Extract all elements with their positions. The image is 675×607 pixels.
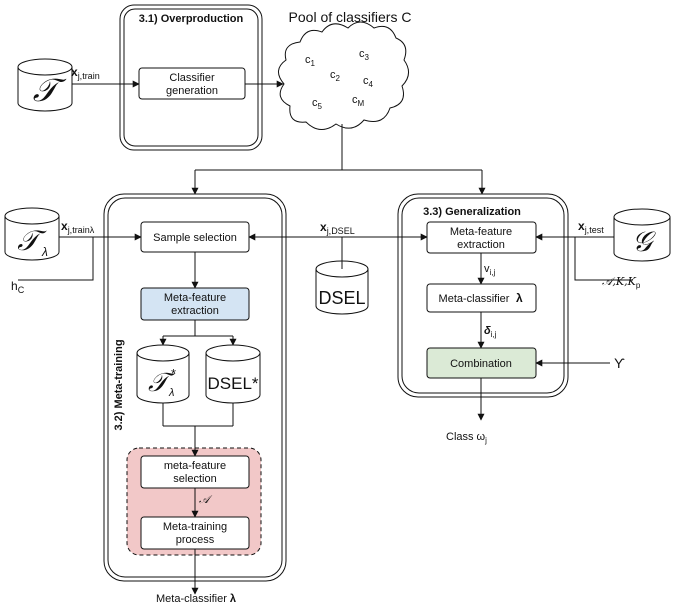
mf-selection-line1: meta-feature (164, 460, 226, 472)
v-ij-label: vi,j (484, 263, 496, 277)
classifier-label-4: c4 (363, 75, 374, 89)
dataset-t-cylinder: 𝒯 (17, 58, 73, 112)
upsilon-label: ϒ (614, 355, 625, 371)
dataset-t-lambda-cylinder: 𝒯 λ (4, 207, 60, 261)
dataset-dsel-star-cylinder: DSEL* (205, 344, 261, 404)
generalization-phase: 3.3) Generalization Meta-feature extract… (397, 193, 569, 398)
x-train-lambda-label: xj,trainλ (61, 219, 95, 235)
dataset-dsel-label: DSEL (318, 288, 365, 308)
x-dsel-label: xj,DSEL (320, 220, 355, 236)
dataset-t-lambda-star-cylinder: 𝒯 λ * (136, 344, 190, 404)
dataset-g-cylinder: 𝒢 (613, 208, 671, 262)
generalization-title: 3.3) Generalization (423, 206, 521, 218)
meta-training-phase: 3.2) Meta-training Sample selection Meta… (103, 193, 287, 582)
x-train-label: xj,train (71, 65, 100, 81)
x-test-label: xj,test (578, 219, 604, 235)
overproduction-title: 3.1) Overproduction (139, 13, 244, 25)
a-k-kp-label: 𝒜,K,Kp (602, 275, 641, 290)
mtp-line1: Meta-training (163, 521, 227, 533)
mfe-train-line1: Meta-feature (164, 292, 226, 304)
dataset-t-lambda-sub: λ (41, 245, 48, 259)
classifier-pool-cloud: Pool of classifiers C c1 c2 c3 c4 c5 cM (278, 9, 411, 130)
meta-classifier-lambda: λ (516, 291, 523, 305)
combination-label: Combination (450, 358, 512, 370)
mfe-train-line2: extraction (171, 305, 219, 317)
h-c-label: hC (11, 279, 25, 295)
class-output-label: Class ωj (446, 431, 487, 445)
sample-selection-label: Sample selection (153, 232, 237, 244)
t-lambda-star-sub: λ (168, 387, 174, 399)
arrow-labels: xj,train xj,trainλ hC xj,DSEL xj,test 𝒜,… (11, 65, 641, 371)
delta-ij-label: δi,j (484, 325, 497, 339)
connectors (18, 80, 633, 595)
dataset-dsel-cylinder: DSEL (315, 260, 369, 315)
dsel-star-label: DSEL* (207, 374, 258, 393)
classifier-label-2: c2 (330, 69, 341, 83)
mf-selection-line2: selection (173, 473, 216, 485)
classifier-generation-line1: Classifier (169, 72, 215, 84)
overproduction-phase: 3.1) Overproduction Classifier generatio… (119, 4, 263, 151)
pool-title: Pool of classifiers C (289, 9, 412, 25)
meta-training-title: 3.2) Meta-training (113, 339, 125, 430)
mfe-gen-line2: extraction (457, 239, 505, 251)
mtp-line2: process (176, 534, 215, 546)
classifier-label-1: c1 (305, 54, 316, 68)
meta-classifier-label: Meta-classifier (439, 293, 510, 305)
classifier-label-m: cM (352, 94, 365, 108)
classifier-label-5: c5 (312, 97, 323, 111)
classifier-generation-line2: generation (166, 85, 218, 97)
mfe-gen-line1: Meta-feature (450, 226, 512, 238)
classifier-list: c1 c2 c3 c4 c5 cM (305, 48, 374, 111)
classifier-label-3: c3 (359, 48, 370, 62)
t-lambda-star-sup: * (171, 366, 176, 381)
